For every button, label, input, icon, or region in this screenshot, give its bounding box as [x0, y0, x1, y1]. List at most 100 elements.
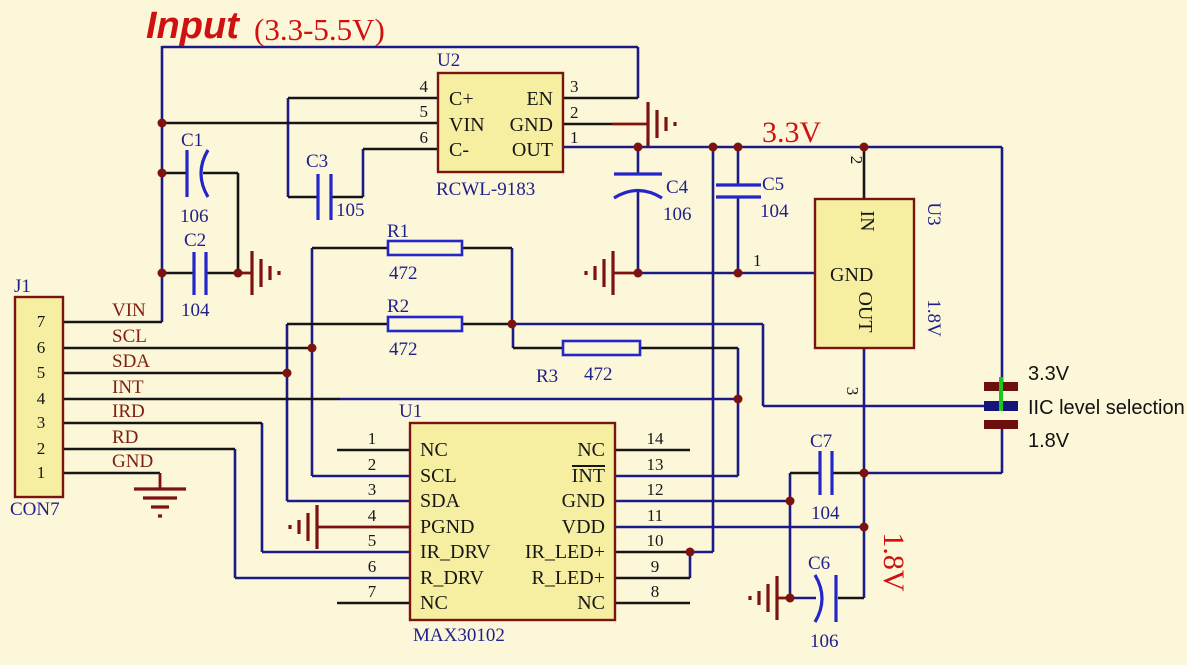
- cap-c2: [192, 252, 208, 295]
- j1-net-gnd: GND: [112, 451, 153, 472]
- c3-ref: C3: [306, 151, 328, 172]
- u1-pin-num: 12: [647, 480, 664, 499]
- u2-pin-num: 4: [420, 77, 429, 96]
- u2-pin-label: C+: [449, 88, 474, 110]
- j1-net-scl: SCL: [112, 326, 147, 347]
- j1-pin-num: 6: [37, 338, 46, 357]
- u1-ref: U1: [399, 401, 422, 422]
- u3-pin-num: 2: [847, 156, 866, 165]
- u1-pin-num: 2: [368, 455, 377, 474]
- c7-ref: C7: [810, 431, 832, 452]
- c4-ref: C4: [666, 177, 689, 198]
- ground-icon: [134, 487, 186, 518]
- u1-pin-label: NC: [420, 439, 448, 461]
- jumper-label-18v: 1.8V: [1028, 430, 1070, 452]
- net-label-3v3: 3.3V: [762, 116, 822, 149]
- u1-pin-label: NC: [577, 439, 605, 461]
- u2-pin-label: VIN: [449, 114, 485, 136]
- cap-c3: [316, 174, 333, 220]
- resistor-r3-body: [561, 339, 642, 357]
- u1-pin-label: IR_DRV: [420, 541, 491, 563]
- c2-ref: C2: [184, 230, 206, 251]
- j1-net-rd: RD: [112, 427, 138, 448]
- u2-part: RCWL-9183: [436, 179, 535, 200]
- title-voltage-range: (3.3-5.5V): [254, 12, 385, 47]
- u1-pin-num: 3: [368, 480, 377, 499]
- u1-pin-label: SDA: [420, 490, 461, 512]
- j1-pin-num: 7: [37, 312, 46, 331]
- u1-part: MAX30102: [413, 625, 505, 646]
- u1-pin-num: 10: [647, 531, 664, 550]
- u3-rail-label: 1.8V: [923, 299, 944, 337]
- cap-c4: [613, 172, 663, 200]
- j1-pin-num: 4: [37, 389, 46, 408]
- u1-pin-label-int: INT: [572, 465, 605, 487]
- c4-value: 106: [663, 204, 692, 225]
- jumper-pin-18v: [984, 420, 1018, 429]
- u1-pin-label: GND: [562, 490, 605, 512]
- wires-black: [63, 96, 866, 605]
- u1-pin-label: NC: [577, 592, 605, 614]
- u3-pin-label-out: OUT: [854, 291, 876, 332]
- u1-pin-num: 9: [651, 557, 660, 576]
- ic-u1-body: [408, 421, 617, 622]
- r2-value: 472: [389, 339, 418, 360]
- u1-pin-num: 1: [368, 429, 377, 448]
- u1-pin-num: 5: [368, 531, 377, 550]
- u3-pin-label-gnd: GND: [830, 264, 873, 286]
- c6-ref: C6: [808, 553, 830, 574]
- ground-icon: [250, 251, 281, 295]
- capacitors: [185, 149, 838, 623]
- u2-pin-label: GND: [510, 114, 553, 136]
- u1-pin-num: 6: [368, 557, 377, 576]
- u1-pin-label: PGND: [420, 516, 474, 538]
- u1-pin-num: 11: [647, 506, 663, 525]
- ground-icon: [584, 251, 615, 295]
- u1-pin-label: IR_LED+: [525, 541, 605, 563]
- u1-pin-label: SCL: [420, 465, 457, 487]
- u3-pin-num: 3: [843, 387, 862, 396]
- j1-net-vin: VIN: [112, 300, 146, 321]
- cap-c5: [716, 183, 761, 199]
- net-label-1v8: 1.8V: [877, 532, 910, 592]
- r3-ref: R3: [536, 366, 558, 387]
- ground-icon: [748, 576, 779, 620]
- r1-value: 472: [389, 263, 418, 284]
- c1-value: 106: [180, 206, 209, 227]
- u1-pin-num: 8: [651, 582, 660, 601]
- j1-net-sda: SDA: [112, 351, 150, 372]
- ground-icon: [288, 505, 319, 549]
- junction-dots: [157, 118, 869, 603]
- u2-pin-num: 6: [420, 128, 429, 147]
- iic-level-jumper: [984, 377, 1018, 429]
- c6-value: 106: [810, 631, 839, 652]
- u3-ref: U3: [923, 202, 944, 225]
- jumper-label-iic: IIC level selection: [1028, 397, 1185, 419]
- r2-ref: R2: [387, 296, 409, 317]
- u1-pin-label: R_LED+: [532, 567, 606, 589]
- c5-value: 104: [760, 201, 789, 222]
- u1-pin-num: 7: [368, 582, 377, 601]
- ground-symbols: [134, 102, 779, 620]
- j1-net-int: INT: [112, 377, 144, 398]
- connector-j1-body: [13, 295, 65, 499]
- ic-u3-body: [813, 197, 916, 350]
- r1-ref: R1: [387, 221, 409, 242]
- jumper-label-33v: 3.3V: [1028, 363, 1070, 385]
- c5-ref: C5: [762, 174, 784, 195]
- component-boxes: [13, 71, 916, 622]
- u1-pin-num: 13: [647, 455, 664, 474]
- labels: Input (3.3-5.5V) 3.3V 1.8V J1 CON7 7 6 5…: [10, 5, 1185, 652]
- u1-pin-label: VDD: [562, 516, 605, 538]
- u2-pin-label: EN: [526, 88, 553, 110]
- c7-value: 104: [811, 503, 840, 524]
- u3-pin-num: 1: [753, 251, 762, 270]
- resistor-r1-body: [386, 239, 464, 257]
- c1-ref: C1: [181, 130, 203, 151]
- u2-pin-label: OUT: [512, 139, 553, 161]
- j1-pin-num: 1: [37, 463, 46, 482]
- u2-pin-num: 5: [420, 102, 429, 121]
- cap-c6: [813, 574, 838, 623]
- u1-pin-num: 4: [368, 506, 377, 525]
